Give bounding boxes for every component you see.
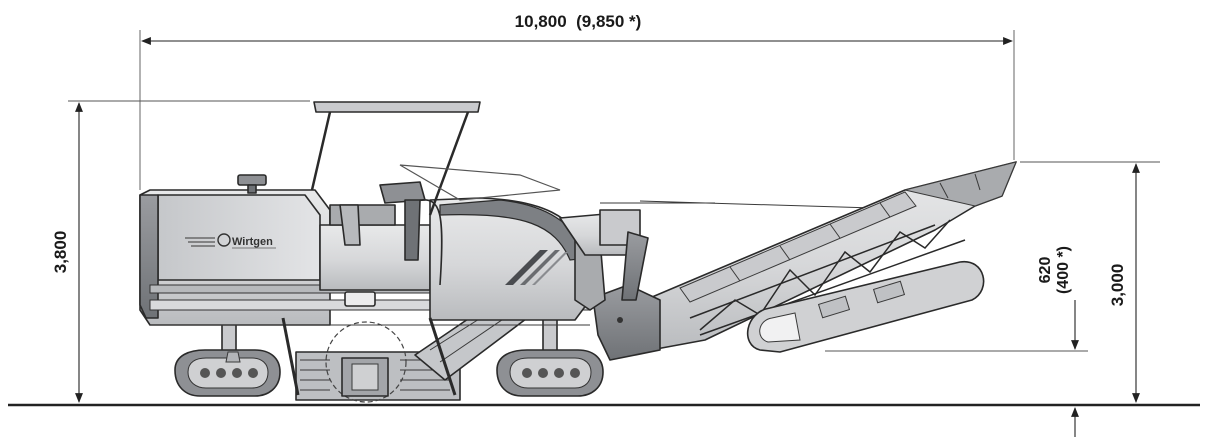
operator-platform (237, 101, 649, 301)
overall-height-label: 3,800 (51, 231, 70, 274)
front-badge-plate (344, 291, 376, 307)
discharge-height-dimension: 3,000 (1020, 161, 1160, 403)
overall-length-dimension: 10,800 (9,850 *) (139, 12, 1015, 190)
overall-height-dimension: 3,800 (51, 100, 310, 403)
wirtgen-logo-text: Wirtgen (232, 236, 273, 248)
overall-length-label: 10,800 (9,850 *) (515, 12, 642, 31)
front-stripe-decal (505, 250, 568, 285)
conveyor-clearance-dimension: 620 (400 *) (825, 246, 1088, 437)
wirtgen-logo: Wirtgen (185, 233, 276, 249)
machine-body (139, 189, 606, 396)
conveyor-clearance-label-line2: (400 *) (1055, 246, 1072, 294)
conveyor-clearance-label-line1: 620 (1037, 257, 1054, 284)
discharge-height-label: 3,000 (1108, 264, 1127, 307)
discharge-conveyor (592, 161, 1017, 361)
